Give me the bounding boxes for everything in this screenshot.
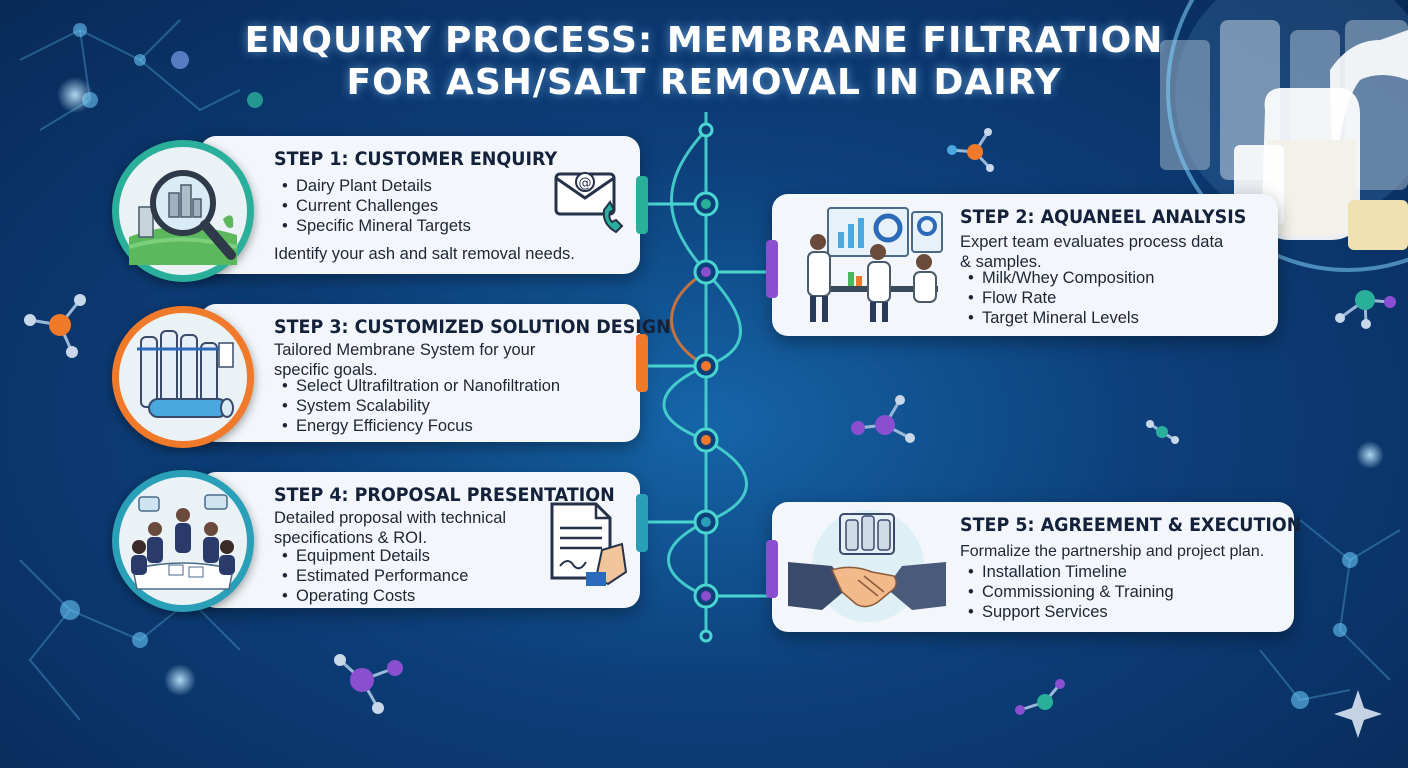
- svg-text:@: @: [579, 176, 592, 191]
- step-4-heading: STEP 4: PROPOSAL PRESENTATION: [274, 484, 615, 506]
- step-3-intro-line: Tailored Membrane System for your: [274, 341, 536, 359]
- step-4-intro: Detailed proposal with technical specifi…: [274, 508, 554, 548]
- step-1-bullet: Specific Mineral Targets: [282, 216, 574, 236]
- step-3-bullet: Energy Efficiency Focus: [282, 416, 634, 436]
- step-4-bullet: Operating Costs: [282, 586, 554, 606]
- title-line-2: FOR ASH/SALT REMOVAL IN DAIRY: [346, 62, 1062, 103]
- step-2-tab: [766, 240, 778, 298]
- step-4-bullet: Estimated Performance: [282, 566, 554, 586]
- membrane-filtration-unit-icon: [112, 306, 254, 448]
- step-3-bullets: Select Ultrafiltration or Nanofiltration…: [274, 376, 634, 436]
- step-4-intro-line: specifications & ROI.: [274, 529, 428, 547]
- step-4-bullets: Equipment Details Estimated Performance …: [274, 546, 554, 606]
- step-4-card: STEP 4: PROPOSAL PRESENTATION Detailed p…: [200, 472, 640, 608]
- step-1-bullet: Current Challenges: [282, 196, 574, 216]
- step-1-card: STEP 1: CUSTOMER ENQUIRY Dairy Plant Det…: [200, 136, 640, 274]
- step-1-tab: [636, 176, 648, 234]
- email-phone-icon: @: [554, 172, 624, 234]
- step-2-card: STEP 2: AQUANEEL ANALYSIS Expert team ev…: [772, 194, 1278, 336]
- step-2-intro: Expert team evaluates process data & sam…: [960, 232, 1270, 272]
- step-2-bullet: Target Mineral Levels: [968, 308, 1270, 328]
- step-1-body: Dairy Plant Details Current Challenges S…: [274, 176, 574, 236]
- step-4-bullet: Equipment Details: [282, 546, 554, 566]
- step-2-heading: STEP 2: AQUANEEL ANALYSIS: [960, 206, 1247, 228]
- step-5-tab: [766, 540, 778, 598]
- step-5-bullets: Installation Timeline Commissioning & Tr…: [960, 562, 1280, 622]
- step-3-tab: [636, 334, 648, 392]
- step-1-note: Identify your ash and salt removal needs…: [274, 245, 575, 263]
- step-3-intro-line: specific goals.: [274, 361, 378, 379]
- step-2-intro-line: & samples.: [960, 253, 1042, 271]
- step-2-bullets: Milk/Whey Composition Flow Rate Target M…: [960, 268, 1270, 328]
- step-1-bullet: Dairy Plant Details: [282, 176, 574, 196]
- step-3-intro: Tailored Membrane System for your specif…: [274, 340, 634, 380]
- step-5-heading: STEP 5: AGREEMENT & EXECUTION: [960, 514, 1302, 536]
- magnifier-over-plant-icon: [112, 140, 254, 282]
- step-5-bullet: Installation Timeline: [968, 562, 1280, 582]
- timeline-nodes: [693, 122, 719, 643]
- step-1-heading: STEP 1: CUSTOMER ENQUIRY: [274, 148, 558, 170]
- step-2-intro-line: Expert team evaluates process data: [960, 233, 1224, 251]
- meeting-team-icon: [112, 470, 254, 612]
- step-5-bullet: Commissioning & Training: [968, 582, 1280, 602]
- step-4-tab: [636, 494, 648, 552]
- step-5-card: STEP 5: AGREEMENT & EXECUTION Formalize …: [772, 502, 1301, 632]
- lab-team-analysis-icon: [807, 207, 943, 322]
- handshake-equipment-icon: [788, 510, 946, 622]
- step-2-bullet: Milk/Whey Composition: [968, 268, 1270, 288]
- step-5-intro: Formalize the partnership and project pl…: [960, 543, 1265, 560]
- step-5-bullet: Support Services: [968, 602, 1280, 622]
- step-3-bullet: Select Ultrafiltration or Nanofiltration: [282, 376, 634, 396]
- step-4-intro-line: Detailed proposal with technical: [274, 509, 507, 527]
- step-3-bullet: System Scalability: [282, 396, 634, 416]
- title-line-1: ENQUIRY PROCESS: MEMBRANE FILTRATION: [244, 20, 1164, 61]
- signed-document-icon: [550, 502, 628, 586]
- step-2-bullet: Flow Rate: [968, 288, 1270, 308]
- step-3-heading: STEP 3: CUSTOMIZED SOLUTION DESIGN: [274, 316, 671, 338]
- step-3-card: STEP 3: CUSTOMIZED SOLUTION DESIGN Tailo…: [200, 304, 671, 442]
